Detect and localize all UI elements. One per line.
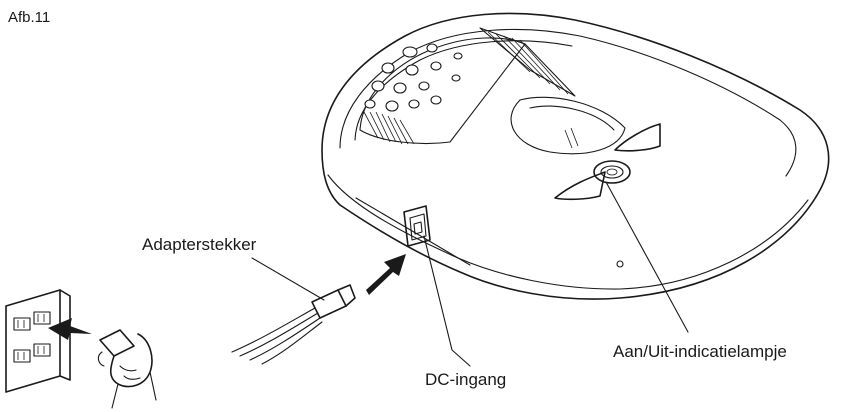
socket-arrow xyxy=(48,318,92,340)
label-dc-input: DC-ingang xyxy=(425,370,506,389)
down-arrow-key xyxy=(554,171,606,201)
leader-power-indicator xyxy=(605,181,689,333)
label-power-indicator: Aan/Uit-indicatielampje xyxy=(613,342,787,361)
label-adapter-plug: Adapterstekker xyxy=(142,235,257,254)
dc-port xyxy=(403,205,431,247)
power-indicator-lamp xyxy=(593,160,631,184)
speaker-holes xyxy=(364,43,463,112)
adapter-plug xyxy=(231,284,356,365)
robot-vacuum xyxy=(321,12,830,300)
up-arrow-key xyxy=(614,123,661,152)
side-screw xyxy=(616,260,624,268)
leader-adapter-plug xyxy=(251,257,325,301)
hand-with-adapter xyxy=(97,329,157,409)
leader-dc-input xyxy=(423,235,471,367)
wall-socket xyxy=(5,289,71,393)
plug-in-arrow xyxy=(366,254,406,295)
vent-slats xyxy=(363,111,415,145)
hatched-panel xyxy=(479,27,576,97)
figure-label: Afb.11 xyxy=(8,9,50,26)
